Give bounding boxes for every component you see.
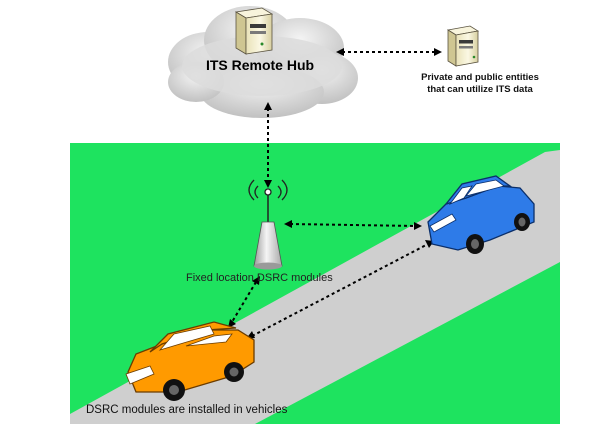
hub-label: ITS Remote Hub — [205, 57, 315, 73]
entities-label-line2: that can utilize ITS data — [427, 84, 533, 95]
entities-label-line1: Private and public entities — [421, 72, 539, 83]
dashed-link — [264, 102, 272, 188]
server-icon — [446, 25, 480, 67]
dashed-link — [284, 220, 422, 230]
server-icon — [234, 7, 274, 55]
dashed-link — [336, 48, 442, 56]
fixed-modules-label: Fixed location DSRC modules — [186, 272, 333, 284]
car-icon — [125, 321, 255, 401]
car-icon — [427, 175, 535, 254]
antenna-icon — [248, 179, 288, 270]
vehicle-modules-label: DSRC modules are installed in vehicles — [86, 404, 288, 416]
